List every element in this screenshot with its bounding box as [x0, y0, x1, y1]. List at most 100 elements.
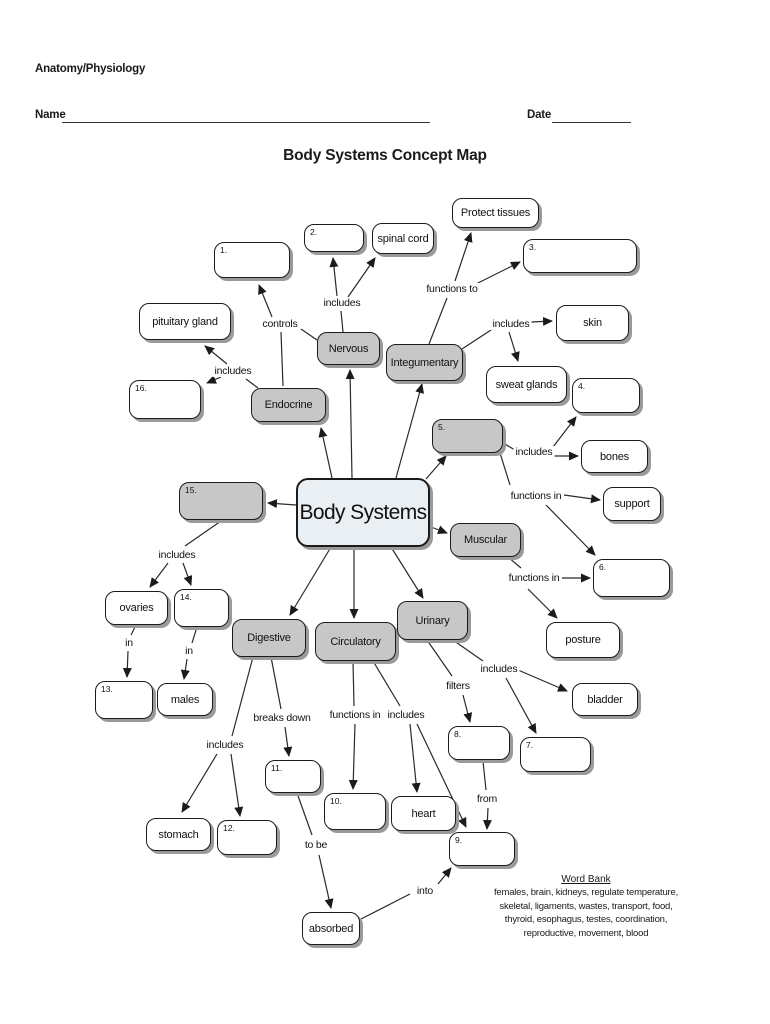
- edge-line: [296, 792, 313, 836]
- edge-line: [283, 726, 293, 757]
- node-label-muscular: Muscular: [463, 534, 508, 546]
- node-label-pituitary-gland: pituitary gland: [152, 315, 218, 328]
- edge-line: [545, 504, 596, 556]
- node-blank-12: 12.: [217, 820, 277, 855]
- node-spinal-cord: spinal cord: [372, 223, 434, 254]
- edge-label-to-be: to be: [302, 839, 330, 851]
- word-bank-line: skeletal, ligaments, wastes, transport, …: [499, 900, 673, 912]
- page-title: Body Systems Concept Map: [283, 147, 487, 164]
- edge-line: [258, 284, 273, 318]
- edge-label-includes-reproductive: includes: [156, 549, 198, 561]
- edge-line: [462, 694, 473, 723]
- edge-line: [206, 375, 222, 384]
- node-label-blank-13: 13.: [101, 684, 113, 694]
- edge-label-includes-digestive: includes: [204, 739, 246, 751]
- edge-line: [505, 677, 537, 734]
- node-nervous: Nervous: [317, 332, 380, 365]
- edge-line: [267, 499, 297, 509]
- edge-line: [563, 494, 601, 504]
- node-label-circulatory: Circulatory: [330, 635, 381, 648]
- edge-line: [182, 562, 193, 586]
- edge-line: [499, 452, 511, 486]
- node-blank-10: 10.: [324, 793, 386, 830]
- edge-line: [426, 639, 453, 677]
- node-label-blank-3: 3.: [529, 242, 537, 252]
- node-label-blank-11: 11.: [271, 763, 283, 773]
- edge-line: [428, 297, 448, 345]
- edge-line: [390, 546, 424, 599]
- node-label-ovaries: ovaries: [119, 602, 154, 614]
- node-body-systems: Body Systems: [296, 478, 430, 547]
- edge-line: [502, 442, 516, 451]
- edge-line: [340, 310, 344, 333]
- edge-label-controls: controls: [260, 318, 300, 330]
- edge-line: [184, 520, 222, 547]
- edge-line: [416, 723, 467, 828]
- edge-label-breaks-down: breaks down: [251, 712, 313, 724]
- word-bank-line: reproductive, movement, blood: [523, 927, 649, 939]
- node-label-skin: skin: [583, 317, 602, 329]
- edge-label-into: into: [414, 885, 436, 897]
- edge-line: [347, 257, 376, 298]
- edge-label-includes-circulatory: includes: [385, 709, 427, 721]
- node-label-blank-5: 5.: [438, 422, 446, 432]
- edge-line: [122, 650, 132, 678]
- node-pituitary-gland: pituitary gland: [139, 303, 231, 340]
- node-label-blank-2: 2.: [310, 227, 318, 237]
- edge-line: [437, 867, 452, 885]
- edge-line: [130, 624, 137, 636]
- node-posture: posture: [546, 622, 620, 658]
- edge-line: [181, 753, 218, 813]
- edge-line: [527, 588, 558, 619]
- edge-line: [449, 637, 484, 662]
- edge-line: [430, 525, 448, 535]
- node-blank-7: 7.: [520, 737, 591, 772]
- node-label-blank-8: 8.: [454, 729, 462, 739]
- node-blank-15: 15.: [179, 482, 263, 520]
- edge-label-includes-integumentary: includes: [490, 318, 532, 330]
- node-blank-9: 9.: [449, 832, 515, 866]
- edge-line: [508, 331, 520, 362]
- edge-label-includes-urinary: includes: [478, 663, 520, 675]
- node-blank-2: 2.: [304, 224, 364, 252]
- node-label-blank-10: 10.: [330, 796, 342, 806]
- edge-label-from: from: [474, 793, 500, 805]
- date-blank-line: [552, 122, 631, 123]
- course-title: Anatomy/Physiology: [35, 63, 146, 75]
- node-urinary: Urinary: [397, 601, 468, 640]
- edge-line: [270, 656, 282, 710]
- edge-line: [507, 556, 522, 569]
- edge-line: [461, 329, 492, 350]
- edge-label-in-14: in: [183, 645, 195, 657]
- edge-line: [345, 369, 355, 479]
- edge-label-functions-in-skeletal: functions in: [508, 490, 564, 502]
- node-label-blank-9: 9.: [455, 835, 463, 845]
- edge-line: [318, 427, 333, 479]
- edge-line: [360, 893, 411, 920]
- node-label-nervous: Nervous: [328, 342, 369, 355]
- edge-line: [149, 562, 169, 588]
- node-ovaries: ovaries: [105, 591, 168, 625]
- edge-line: [395, 383, 424, 479]
- edge-line: [230, 753, 244, 817]
- node-label-blank-14: 14.: [180, 592, 192, 602]
- node-label-heart: heart: [411, 807, 436, 820]
- edge-line: [482, 807, 492, 830]
- node-label-endocrine: Endocrine: [264, 399, 313, 411]
- name-label: Name: [35, 109, 66, 121]
- node-blank-8: 8.: [448, 726, 510, 760]
- word-bank-line: females, brain, kidneys, regulate temper…: [493, 887, 679, 898]
- node-label-body-systems: Body Systems: [299, 500, 427, 524]
- node-label-males: males: [170, 693, 200, 706]
- node-label-absorbed: absorbed: [308, 922, 354, 935]
- node-label-blank-1: 1.: [220, 245, 228, 255]
- edge-line: [372, 660, 401, 707]
- date-label: Date: [527, 109, 552, 121]
- node-endocrine: Endocrine: [251, 388, 326, 422]
- node-bladder: bladder: [572, 683, 638, 716]
- edge-line: [469, 261, 521, 288]
- node-heart: heart: [391, 796, 456, 831]
- edge-line: [482, 760, 487, 791]
